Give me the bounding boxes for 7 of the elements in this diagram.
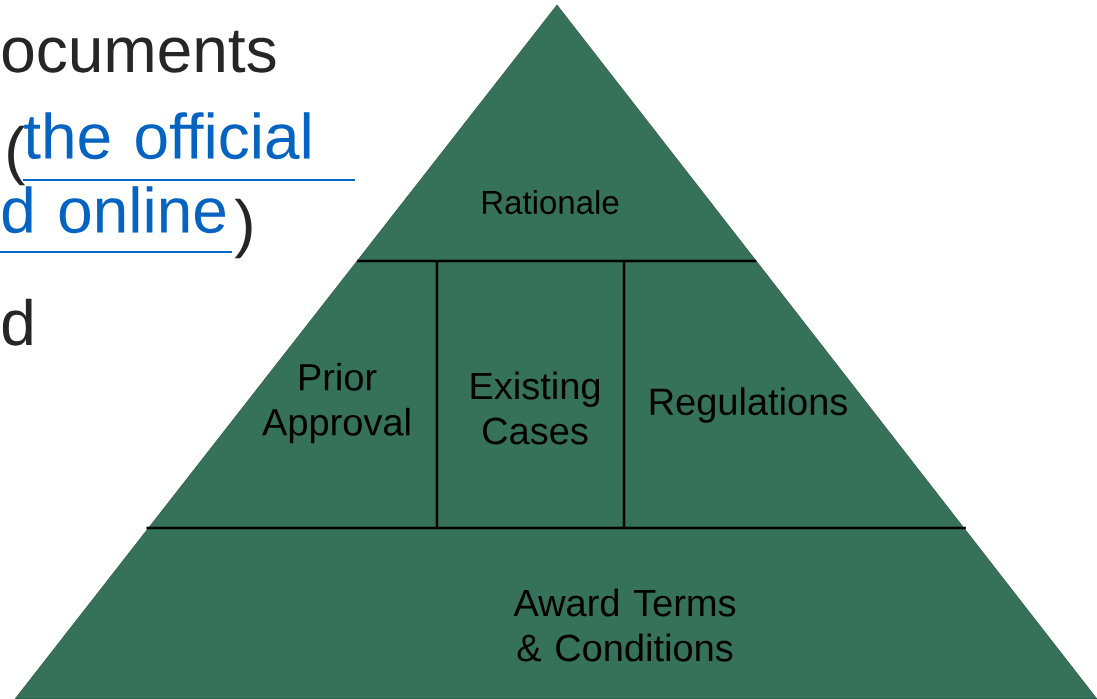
body-text: ): [234, 198, 252, 259]
body-text: (: [8, 125, 26, 186]
body-text: ocuments: [2, 30, 276, 73]
pyramid-section: Regulations: [623, 260, 965, 529]
pyramid-section: Existing Cases: [436, 260, 625, 529]
pyramid-section: Prior Approval: [148, 260, 438, 529]
body-text: d: [2, 298, 32, 346]
